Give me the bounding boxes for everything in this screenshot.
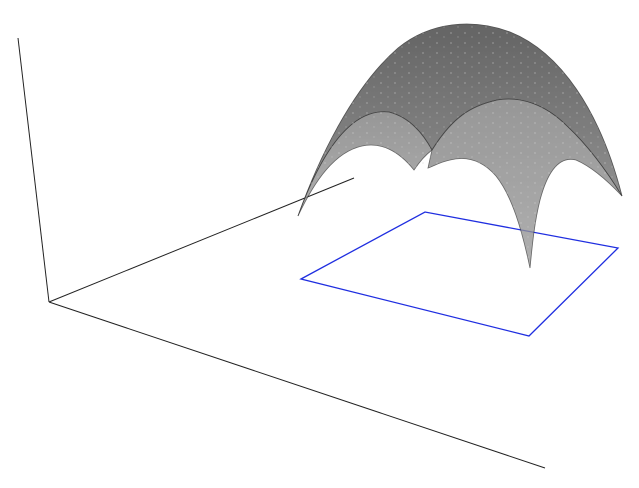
dome-texture xyxy=(298,24,622,269)
axes xyxy=(17,37,546,469)
y-axis-line xyxy=(48,177,355,303)
base-square xyxy=(299,211,620,337)
dome-surface xyxy=(297,23,623,269)
dome-ridge-line xyxy=(388,99,498,151)
z-axis-line xyxy=(17,37,50,303)
x-axis-line xyxy=(48,301,546,469)
